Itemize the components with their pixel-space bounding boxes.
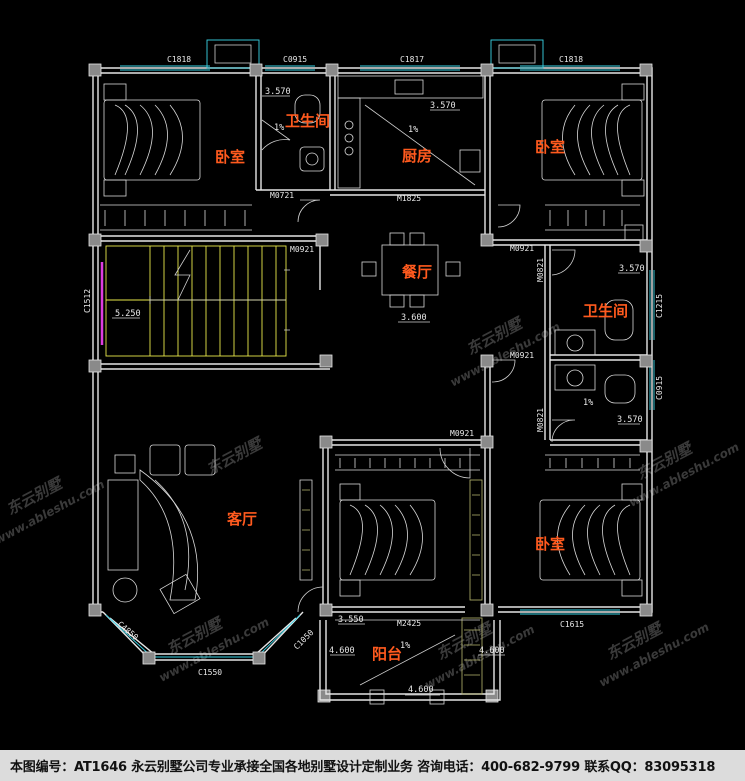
code-m0921-bed: M0921 xyxy=(450,429,474,438)
room-label-balcony: 阳台 xyxy=(372,645,402,663)
code-m0921-mid: M0921 xyxy=(510,351,534,360)
slope-bath-n: 1% xyxy=(274,123,284,133)
opening-codes: C1818 C0915 C1817 C1818 M0721 M1825 M092… xyxy=(83,55,664,677)
dining-table xyxy=(361,232,461,308)
code-c4850: C4850 xyxy=(116,620,140,642)
code-c0915-top: C0915 xyxy=(283,55,307,64)
level-balcony-c: 4.600 xyxy=(408,685,434,695)
columns xyxy=(88,63,653,703)
level-kitchen: 3.570 xyxy=(430,101,456,111)
room-label-bathroom-e: 卫生间 xyxy=(583,302,628,320)
room-label-bedroom-se: 卧室 xyxy=(535,535,565,553)
doors xyxy=(261,119,576,613)
code-m0721: M0721 xyxy=(270,191,294,200)
level-markers xyxy=(112,95,640,696)
bedroom-ne-furniture xyxy=(541,83,645,241)
code-m1825: M1825 xyxy=(397,194,421,203)
level-balcony-a: 4.600 xyxy=(329,646,355,656)
level-bath-e2: 3.570 xyxy=(617,415,643,425)
bathroom-n-fixtures xyxy=(294,94,325,172)
code-c1818-right: C1818 xyxy=(559,55,583,64)
windows xyxy=(100,39,655,615)
room-label-living: 客厅 xyxy=(226,510,257,528)
code-c1512: C1512 xyxy=(83,289,92,313)
code-c1615: C1615 xyxy=(560,620,584,629)
watermark-cn: 东云别墅 xyxy=(203,433,267,478)
room-label-bedroom-nw: 卧室 xyxy=(215,148,245,166)
code-c1550: C1550 xyxy=(198,668,222,677)
info-footer: 本图编号：AT1646 永云别墅公司专业承接全国各地别墅设计定制业务 咨询电话：… xyxy=(0,750,745,781)
code-c1215: C1215 xyxy=(655,294,664,318)
code-m0921-right: M0921 xyxy=(510,244,534,253)
room-labels: 卧室 卫生间 厨房 卧室 餐厅 卫生间 客厅 卧室 阳台 xyxy=(215,112,628,663)
code-c0915-right: C0915 xyxy=(655,376,664,400)
room-label-kitchen: 厨房 xyxy=(402,147,432,165)
level-balcony-b: 4.600 xyxy=(479,646,505,656)
code-m0821-a: M0821 xyxy=(536,258,545,282)
code-c1050: C1050 xyxy=(292,628,316,652)
bathroom-e-fixtures xyxy=(554,299,636,404)
room-label-dining: 餐厅 xyxy=(402,263,432,281)
slope-kitchen: 1% xyxy=(408,125,418,135)
code-m2425: M2425 xyxy=(397,619,421,628)
code-m0821-b: M0821 xyxy=(536,408,545,432)
level-dining: 3.600 xyxy=(401,313,427,323)
room-label-bathroom-n: 卫生间 xyxy=(285,112,330,130)
footer-text: 本图编号：AT1646 永云别墅公司专业承接全国各地别墅设计定制业务 咨询电话：… xyxy=(10,760,716,775)
code-c1817: C1817 xyxy=(400,55,424,64)
level-bath-e1: 3.570 xyxy=(619,264,645,274)
living-furniture xyxy=(107,444,313,615)
code-c1818-left: C1818 xyxy=(167,55,191,64)
level-bath-n: 3.570 xyxy=(265,87,291,97)
balcony xyxy=(319,617,501,705)
interior-walls xyxy=(98,73,647,612)
level-stair: 5.250 xyxy=(115,309,141,319)
slope-balcony: 1% xyxy=(400,641,410,651)
staircase xyxy=(105,245,290,357)
code-m0921-left: M0921 xyxy=(290,245,314,254)
slope-bath-e: 1% xyxy=(583,398,593,408)
level-balcony-left: 3.550 xyxy=(338,615,364,625)
kitchen-fixtures xyxy=(337,75,484,189)
room-label-bedroom-ne: 卧室 xyxy=(535,138,565,156)
level-values: 3.570 3.570 3.570 3.570 5.250 3.600 3.55… xyxy=(115,87,645,695)
bedroom-nw-furniture xyxy=(100,83,252,231)
bedroom-s-furniture xyxy=(335,454,643,601)
